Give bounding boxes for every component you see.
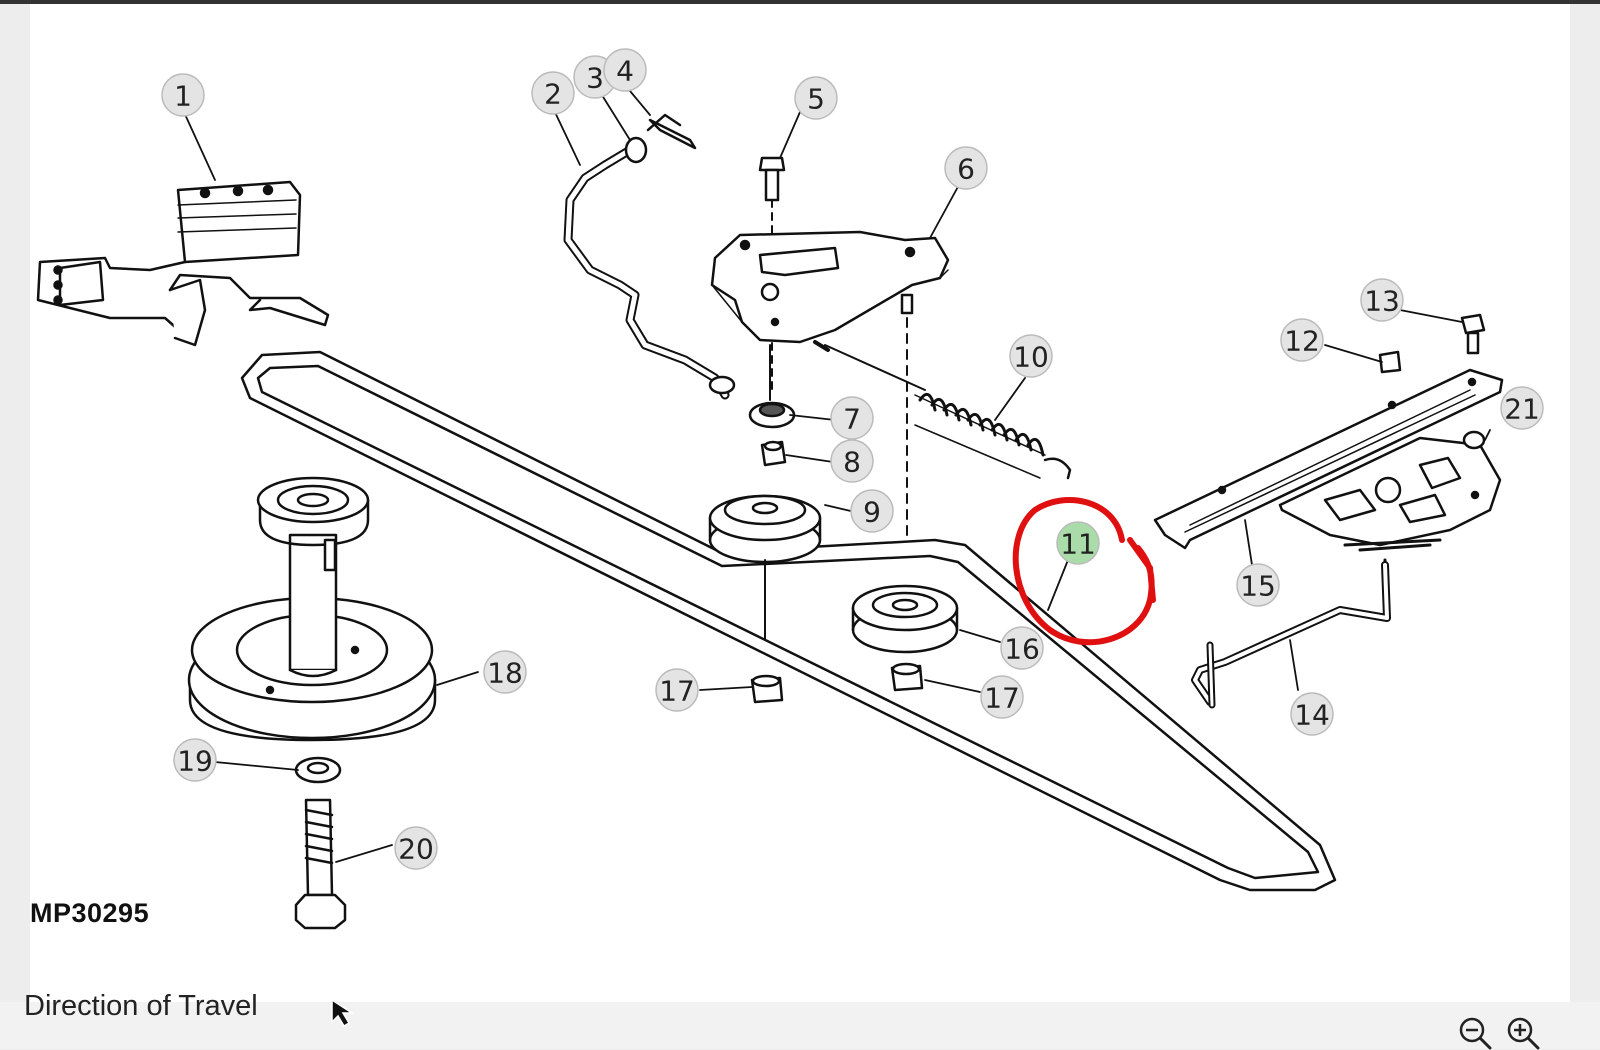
part-10-spring [813,340,1072,480]
callout-bubble [173,738,217,782]
callout-12[interactable]: 12 [1280,318,1324,362]
part-9-pulley [708,494,822,641]
part-1-bracket [36,180,330,347]
zoom-in-icon[interactable] [1506,1016,1540,1050]
callout-number: 18 [487,657,523,690]
callout-number: 14 [1294,699,1330,732]
callout-6[interactable]: 6 [944,146,988,190]
zoom-out-icon[interactable] [1458,1016,1492,1050]
callout-16[interactable]: 16 [1000,626,1044,670]
callout-number: 20 [398,833,434,866]
callout-bubble [1500,386,1544,430]
callout-1[interactable]: 1 [161,73,205,117]
callout-20[interactable]: 20 [394,826,438,870]
callout-bubble [1280,318,1324,362]
part-3-washer [624,136,648,164]
callout-13[interactable]: 13 [1360,278,1404,322]
callout-bubble [830,396,874,440]
callout-bubble [794,76,838,120]
part-6-plate [710,230,950,591]
callout-11[interactable]: 11 [1056,521,1100,565]
callout-14[interactable]: 14 [1290,692,1334,736]
callout-21[interactable]: 21 [1500,386,1544,430]
callout-17[interactable]: 17 [980,675,1024,719]
callout-bubble [161,73,205,117]
callout-bubble [944,146,988,190]
callout-bubble [655,668,699,712]
footer-bar [0,1002,1600,1049]
part-12-nut [1378,350,1402,374]
callout-number: 9 [863,496,881,529]
callout-bubble [1290,692,1334,736]
callout-number: 17 [984,682,1020,715]
callout-15[interactable]: 15 [1236,563,1280,607]
callout-9[interactable]: 9 [850,489,894,533]
callout-19[interactable]: 19 [173,738,217,782]
callout-bubble [1236,563,1280,607]
callout-leader-lines [182,84,1491,863]
callout-bubble [1009,334,1053,378]
red-annotation-circle [1012,497,1156,646]
cursor-arrow-icon [331,998,355,1028]
callout-bubble [1000,626,1044,670]
part-8-nut [760,440,787,467]
callout-number: 12 [1284,325,1320,358]
callout-4[interactable]: 4 [603,48,647,92]
part-17-nut-left [750,674,784,704]
callout-bubble [1056,521,1100,565]
part-14-rod [1191,561,1391,709]
callout-2[interactable]: 2 [531,71,575,115]
part-15-bracket [1153,368,1504,592]
callout-bubble [603,48,647,92]
callout-bubble [980,675,1024,719]
diagram-model-code: MP30295 [30,898,150,928]
part-17-nut-right [890,662,924,692]
callout-number: 17 [659,675,695,708]
callout-17[interactable]: 17 [655,668,699,712]
callout-bubble [830,439,874,483]
callout-number: 11 [1060,528,1096,561]
callout-number: 19 [177,745,213,778]
callout-bubble [483,650,527,694]
part-19-washer [294,756,342,784]
part-18-pulley [187,476,437,742]
callout-10[interactable]: 10 [1009,334,1053,378]
callout-number: 8 [843,446,861,479]
callout-number: 2 [544,78,562,111]
callout-bubble [531,71,575,115]
callout-bubble [850,489,894,533]
callout-number: 1 [174,80,192,113]
callout-bubble [394,826,438,870]
part-21-washer [1462,430,1486,450]
callout-number: 16 [1004,633,1040,666]
callout-number: 6 [957,153,975,186]
callout-bubble [1360,278,1404,322]
callout-number: 4 [616,55,634,88]
callout-5[interactable]: 5 [794,76,838,120]
diagram-caption: Direction of Travel [24,990,258,1022]
callout-number: 21 [1504,393,1540,426]
callout-number: 10 [1013,341,1049,374]
callout-7[interactable]: 7 [830,396,874,440]
part-7-bushing [748,401,796,429]
callout-number: 7 [843,403,861,436]
part-13-bolt [1460,313,1486,355]
callout-number: 15 [1240,570,1276,603]
part-4-clip [646,113,697,150]
part-2-rod [563,145,736,400]
callout-number: 3 [586,62,604,95]
part-20-bolt [294,798,347,930]
callout-18[interactable]: 18 [483,650,527,694]
callout-8[interactable]: 8 [830,439,874,483]
top-border [0,0,1600,4]
callout-number: 13 [1364,285,1400,318]
callout-number: 5 [807,83,825,116]
part-16-pulley [851,584,959,654]
